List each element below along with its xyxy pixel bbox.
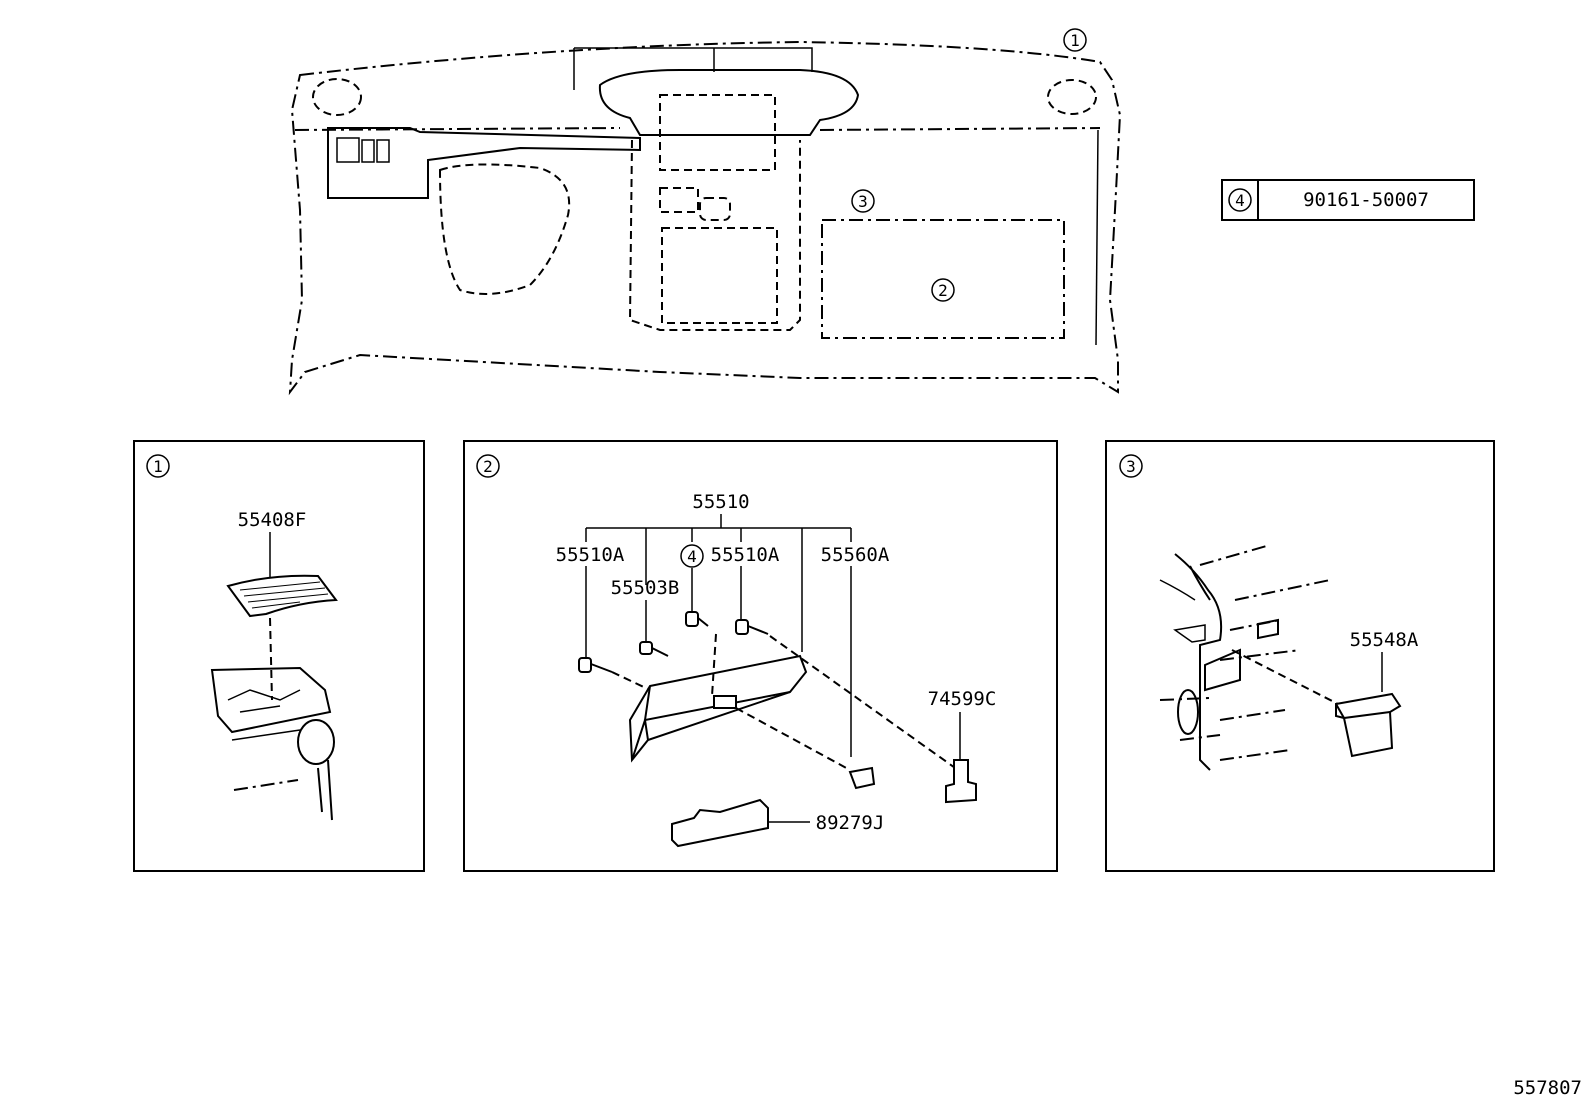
part-55510A-screw-right (735, 619, 769, 635)
panel-1-callout: 1 (153, 457, 163, 476)
display-unit (659, 94, 776, 171)
reference-table-frame (1221, 179, 1475, 221)
part-55510A-screw-left (578, 657, 613, 673)
reference-callout-circle (1228, 188, 1252, 212)
meter-cluster (327, 127, 641, 199)
label-55560A: 55560A (821, 544, 890, 566)
label-55503B: 55503B (611, 577, 680, 599)
detail-panel-3: 3 55548A (1105, 440, 1495, 872)
instrument-panel-overview: 1 3 2 (288, 28, 1122, 396)
part-55548A-pocket (1335, 692, 1402, 758)
label-55510: 55510 (692, 491, 749, 513)
glove-box-latch (713, 695, 737, 709)
part-90161-screw (685, 611, 709, 627)
left-vent (312, 78, 362, 116)
label-74599C: 74599C (928, 688, 997, 710)
reference-part-number: 90161-50007 (1303, 189, 1429, 211)
label-55510A-left: 55510A (556, 544, 625, 566)
label-55510-bracket (585, 514, 852, 652)
label-55548A: 55548A (1350, 629, 1419, 651)
right-edge-line (1095, 129, 1099, 346)
callout-2-label: 2 (938, 281, 948, 300)
switch-1 (336, 137, 360, 163)
detail-panel-2: 2 55510 55510A 55503B 4 55510A 55560A (463, 440, 1058, 872)
part-55560A-stopper (848, 766, 876, 790)
panel-3-console-sketch (1174, 553, 1223, 771)
glove-box-area (821, 219, 1065, 339)
figure-number: 557807 (1513, 1077, 1582, 1099)
panel-2-callout: 2 (483, 457, 493, 476)
callout-1-label: 1 (1070, 31, 1080, 50)
switch-2 (361, 139, 375, 163)
callout-1-overview: 1 (1063, 28, 1087, 52)
column-opening (438, 163, 571, 295)
switch-block (659, 187, 699, 213)
panel-outer-outline (288, 40, 1122, 396)
panel-3-callout: 3 (1126, 457, 1136, 476)
small-knob (699, 197, 731, 221)
callout-3-label: 3 (858, 192, 868, 211)
panel-3-frame (1105, 440, 1495, 872)
label-55408F: 55408F (238, 509, 307, 531)
label-89279J: 89279J (816, 812, 885, 834)
switch-3 (376, 139, 390, 163)
callout-3-overview: 3 (851, 189, 875, 213)
part-74599C-clip (945, 759, 977, 804)
label-55510A-right: 55510A (711, 544, 780, 566)
panel-top-inner (294, 127, 1101, 131)
panel-1-frame (133, 440, 425, 872)
center-hood (598, 69, 860, 136)
detail-panel-1: 1 55408F (133, 440, 425, 872)
panel-2-frame (463, 440, 1058, 872)
center-stack-outline (628, 139, 801, 331)
audio-unit (661, 227, 778, 324)
right-vent (1047, 79, 1097, 115)
part-89279J-handle (671, 798, 769, 848)
center-top-box (573, 47, 813, 90)
panel-2-callout-4: 4 (687, 547, 697, 566)
reference-table: 4 90161-50007 (1221, 179, 1475, 221)
reference-callout: 4 (1235, 191, 1245, 210)
panel-1-vent-knob (297, 719, 335, 765)
callout-2-overview: 2 (931, 278, 955, 302)
part-55408F-grille (226, 574, 338, 618)
panel-1-dash-section (210, 666, 332, 734)
part-55503B-clip (639, 641, 669, 657)
